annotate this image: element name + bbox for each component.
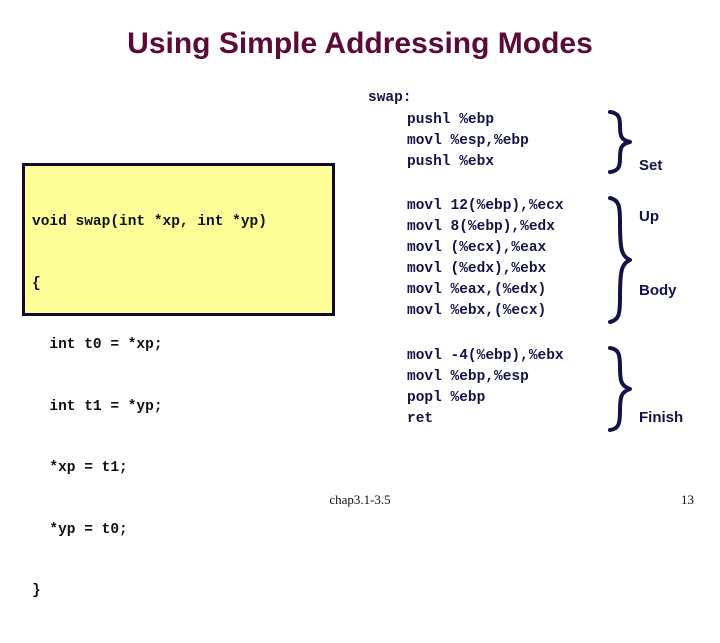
assembly-line: pushl %ebp <box>407 112 495 128</box>
footer-page-number: 13 <box>681 492 694 507</box>
assembly-line: movl %ebx,(%ecx) <box>407 303 547 319</box>
assembly-group-label-line: Body <box>639 282 677 299</box>
c-source-code-box: void swap(int *xp, int *yp) { int t0 = *… <box>22 163 335 599</box>
assembly-line: movl 8(%ebp),%edx <box>407 219 555 235</box>
right-curly-brace-icon <box>608 196 632 324</box>
assembly-group-lines: movl -4(%ebp),%ebx movl %ebp,%esp popl %… <box>407 346 564 430</box>
c-code-line: int t1 = *yp; <box>32 398 163 415</box>
footer-note: chap3.1-3.5 <box>329 492 391 507</box>
right-curly-brace-icon <box>608 346 632 432</box>
assembly-line: movl (%ecx),%eax <box>407 240 547 256</box>
right-curly-brace-icon <box>608 110 632 174</box>
assembly-group-label: Finish <box>639 375 683 460</box>
assembly-group-label-line: Set <box>639 157 663 174</box>
c-code-line: int t0 = *xp; <box>32 337 163 353</box>
assembly-function-label: swap: <box>368 90 412 106</box>
assembly-line: pushl %ebx <box>407 154 495 170</box>
assembly-group-label-line: Finish <box>639 409 684 426</box>
assembly-group-label: Set Up <box>639 123 664 259</box>
c-code-line: *xp = t1; <box>32 460 128 476</box>
c-code-line: } <box>32 583 41 599</box>
assembly-group-label: Body <box>639 248 677 333</box>
assembly-line: ret <box>407 411 434 427</box>
assembly-line: movl %eax,(%edx) <box>407 282 547 298</box>
assembly-line: movl -4(%ebp),%ebx <box>407 348 564 364</box>
assembly-group-lines: movl 12(%ebp),%ecx movl 8(%ebp),%edx mov… <box>407 196 564 322</box>
c-code-line: *yp = t0; <box>32 521 128 538</box>
page-title: Using Simple Addressing Modes <box>127 27 593 60</box>
assembly-line: movl (%edx),%ebx <box>407 261 547 277</box>
c-code-line: void swap(int *xp, int *yp) <box>32 214 267 230</box>
assembly-line: movl 12(%ebp),%ecx <box>407 198 564 214</box>
assembly-listing: swap: pushl %ebp movl %esp,%ebp pushl %e… <box>368 88 720 448</box>
assembly-group-label-line: Up <box>639 208 659 225</box>
c-source-code-text: void swap(int *xp, int *yp) { int t0 = *… <box>25 166 332 643</box>
assembly-line: movl %ebp,%esp <box>407 369 529 385</box>
assembly-line: movl %esp,%ebp <box>407 133 529 149</box>
assembly-line: popl %ebp <box>407 390 486 406</box>
assembly-group-lines: pushl %ebp movl %esp,%ebp pushl %ebx <box>407 110 529 173</box>
c-code-line: { <box>32 275 41 292</box>
